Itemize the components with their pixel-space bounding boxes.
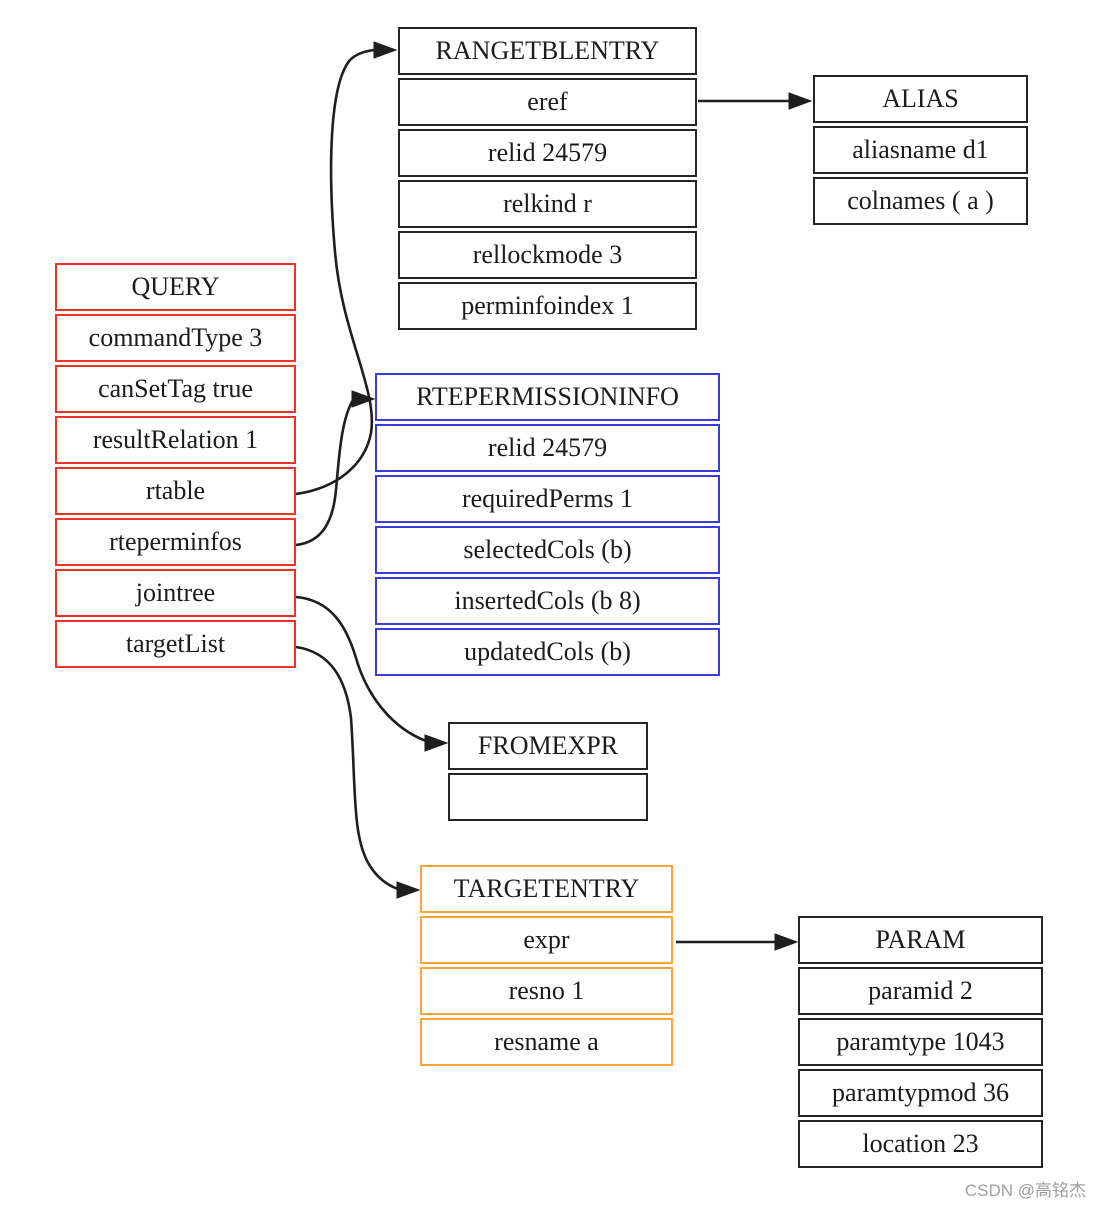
node-targetentry: TARGETENTRY expr resno 1 resname a [420,865,673,1066]
node-title: TARGETENTRY [420,865,673,913]
node-row-relkind: relkind r [398,180,697,228]
arrowhead-rtepermissioninfo [351,390,376,408]
node-title: ALIAS [813,75,1028,123]
node-title: PARAM [798,916,1043,964]
node-rtepermissioninfo: RTEPERMISSIONINFO relid 24579 requiredPe… [375,373,720,676]
node-row-relid: relid 24579 [375,424,720,472]
edge-targetlist-to-targetentry [295,645,399,891]
node-title: FROMEXPR [448,722,648,770]
arrowhead-fromexpr [424,734,449,752]
node-row-resname: resname a [420,1018,673,1066]
node-row-rtable: rtable [55,467,296,515]
node-row-resno: resno 1 [420,967,673,1015]
node-alias: ALIAS aliasname d1 colnames ( a ) [813,75,1028,225]
edge-jointree-to-fromexpr [295,595,427,743]
node-row-colnames: colnames ( a ) [813,177,1028,225]
csdn-watermark: CSDN @高铭杰 [964,1181,1086,1200]
node-row-paramtype: paramtype 1043 [798,1018,1043,1066]
node-row-relid: relid 24579 [398,129,697,177]
node-title: RANGETBLENTRY [398,27,697,75]
node-row-perminfoindex: perminfoindex 1 [398,282,697,330]
arrowhead-alias [788,92,813,110]
arrowhead-rangetblentry [373,41,398,59]
node-row-rellockmode: rellockmode 3 [398,231,697,279]
node-row-eref: eref [398,78,697,126]
node-fromexpr: FROMEXPR [448,722,648,821]
node-row-location: location 23 [798,1120,1043,1168]
node-row-updatedcols: updatedCols (b) [375,628,720,676]
node-row-insertedcols: insertedCols (b 8) [375,577,720,625]
node-row-resultrelation: resultRelation 1 [55,416,296,464]
edge-rteperminfos-to-rtepermissioninfo [295,399,355,547]
node-row-paramtypmod: paramtypmod 36 [798,1069,1043,1117]
node-param: PARAM paramid 2 paramtype 1043 paramtypm… [798,916,1043,1168]
node-query: QUERY commandType 3 canSetTag true resul… [55,263,296,668]
node-row-requiredperms: requiredPerms 1 [375,475,720,523]
node-title: QUERY [55,263,296,311]
arrowhead-param [774,933,799,951]
node-row-aliasname: aliasname d1 [813,126,1028,174]
node-row-expr: expr [420,916,673,964]
node-row-targetlist: targetList [55,620,296,668]
node-row-jointree: jointree [55,569,296,617]
node-row-paramid: paramid 2 [798,967,1043,1015]
edge-rtable-to-rangetblentry [295,48,375,496]
arrowhead-targetentry [396,881,421,899]
node-row-selectedcols: selectedCols (b) [375,526,720,574]
node-rangetblentry: RANGETBLENTRY eref relid 24579 relkind r… [398,27,697,330]
node-row-cansettag: canSetTag true [55,365,296,413]
node-row-commandtype: commandType 3 [55,314,296,362]
node-title: RTEPERMISSIONINFO [375,373,720,421]
node-row-rteperminfos: rteperminfos [55,518,296,566]
node-row-empty [448,773,648,821]
